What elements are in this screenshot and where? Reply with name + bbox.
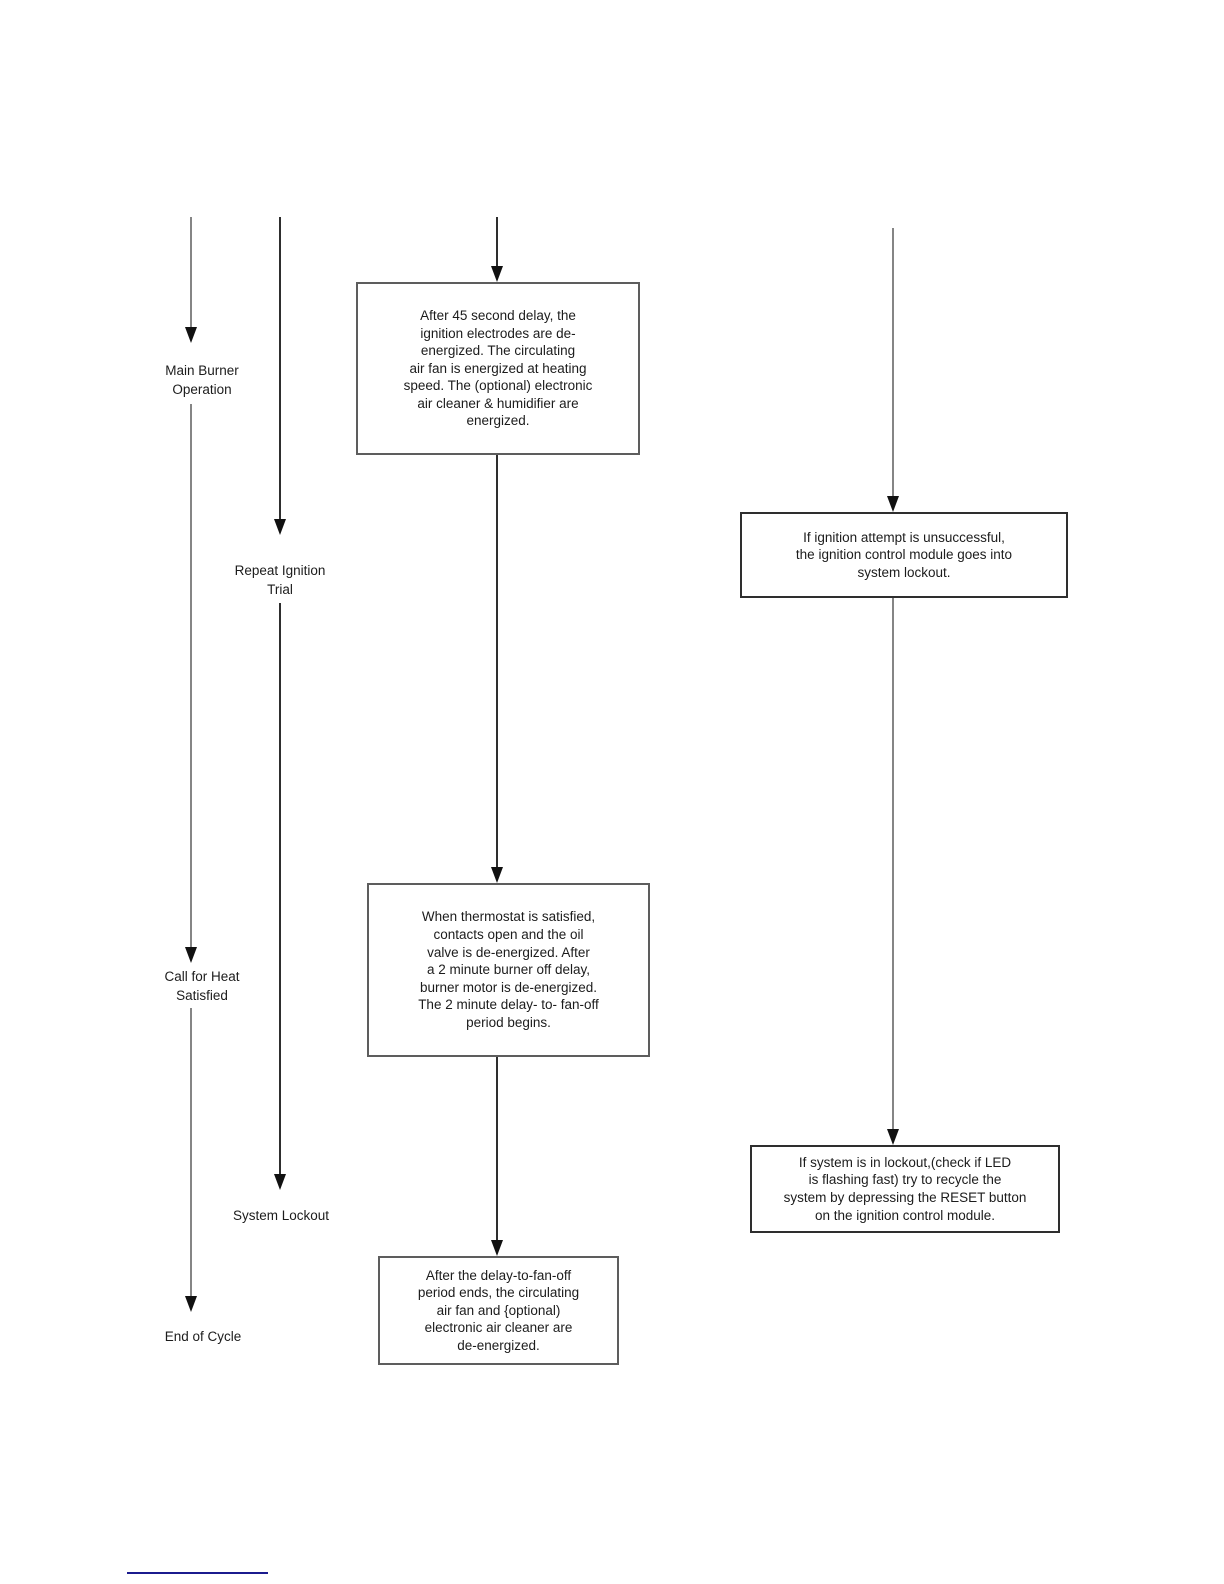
flow-line-repeat-ignition: [279, 217, 281, 519]
arrow-down-icon: [185, 947, 197, 963]
flow-box-system-in-lockout: If system is in lockout,(check if LED is…: [750, 1145, 1060, 1233]
flow-box-text: If ignition attempt is unsuccessful, the…: [795, 529, 1013, 580]
flow-box-text: When thermostat is satisfied, contacts o…: [418, 909, 599, 1030]
flow-box-text: If system is in lockout,(check if LED is…: [783, 1154, 1027, 1223]
arrow-down-icon: [491, 266, 503, 282]
flow-line-main-burner: [190, 217, 192, 327]
flow-line-to-fan-off-box: [496, 1057, 498, 1240]
flow-line-end-of-cycle: [190, 1008, 192, 1296]
arrow-down-icon: [887, 496, 899, 512]
arrow-down-icon: [887, 1129, 899, 1145]
flow-box-thermostat-satisfied: When thermostat is satisfied, contacts o…: [367, 883, 650, 1057]
footer-rule: [127, 1572, 268, 1574]
arrow-down-icon: [491, 867, 503, 883]
flow-box-text: After 45 second delay, the ignition elec…: [403, 307, 593, 429]
flow-line-to-reset-box: [892, 598, 894, 1129]
flow-line-to-thermostat-box: [496, 455, 498, 867]
label-repeat-ignition-trial: Repeat Ignition Trial: [234, 563, 326, 597]
flow-line-system-lockout: [279, 603, 281, 1174]
flow-line-to-fan-energized-box: [496, 217, 498, 266]
flow-box-text: After the delay-to-fan-off period ends, …: [417, 1267, 580, 1353]
flow-box-after-delay: After 45 second delay, the ignition elec…: [356, 282, 640, 455]
flow-line-call-for-heat: [190, 404, 192, 947]
flow-box-ignition-unsuccessful: If ignition attempt is unsuccessful, the…: [740, 512, 1068, 598]
flow-box-fan-off: After the delay-to-fan-off period ends, …: [378, 1256, 619, 1365]
arrow-down-icon: [274, 1174, 286, 1190]
label-end-of-cycle: End of Cycle: [164, 1329, 242, 1344]
label-main-burner-operation: Main Burner Operation: [165, 363, 239, 397]
label-system-lockout: System Lockout: [232, 1208, 330, 1223]
arrow-down-icon: [274, 519, 286, 535]
arrow-down-icon: [491, 1240, 503, 1256]
arrow-down-icon: [185, 1296, 197, 1312]
flow-line-to-lockout-box: [892, 228, 894, 496]
label-call-for-heat-satisfied: Call for Heat Satisfied: [164, 969, 240, 1003]
arrow-down-icon: [185, 327, 197, 343]
